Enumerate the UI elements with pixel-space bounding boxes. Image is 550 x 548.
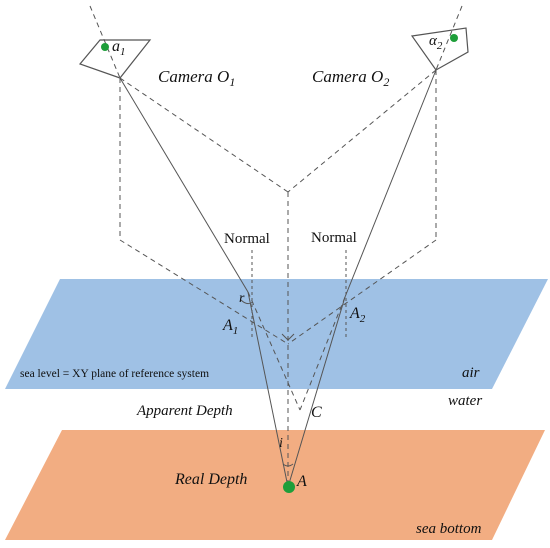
camera-1-baseline: [119, 77, 289, 193]
refraction-point-2-label: A2: [349, 305, 366, 325]
refraction-point-1-label: A1: [222, 317, 238, 337]
ray-camera-2-to-a2: [344, 69, 437, 298]
ray-extension-1: [247, 291, 301, 411]
ray-a2-to-a: [287, 296, 346, 488]
ray-lines: [78, 5, 469, 488]
angle-i-arc: [282, 463, 294, 467]
ray-a1-to-a: [247, 291, 289, 488]
water-label: water: [448, 393, 482, 409]
projection-frame-2: [287, 239, 437, 345]
point-c-label: C: [311, 404, 322, 421]
real-depth-label: Real Depth: [174, 471, 247, 488]
camera-1-axis: [89, 5, 121, 79]
apparent-depth-label: Apparent Depth: [136, 403, 233, 419]
camera-2-baseline: [287, 69, 437, 193]
image-point-2-label: α2: [429, 33, 443, 52]
angle-i-label: i: [279, 436, 283, 451]
sea-bottom-label: sea bottom: [416, 521, 482, 537]
camera-1-label: Camera O1: [158, 67, 235, 89]
ray-camera-1-to-a1: [119, 77, 249, 293]
projection-frame-1: [119, 239, 289, 345]
image-point-1-label: a1: [112, 38, 126, 58]
image-point-2-marker: [450, 34, 458, 42]
normal-2-label: Normal: [311, 230, 357, 246]
angle-r-arc: [240, 299, 254, 305]
angle-r-label: r: [239, 291, 245, 306]
air-label: air: [462, 365, 480, 381]
image-point-1-marker: [101, 43, 109, 51]
camera-2-axis: [435, 5, 463, 71]
object-point-a-marker: [283, 481, 295, 493]
ray-extension-2: [299, 296, 346, 411]
right-angle-marker: [281, 333, 295, 341]
point-a-label: A: [296, 473, 307, 490]
sea-level-label: sea level = XY plane of reference system: [20, 368, 209, 380]
camera-2-label: Camera O2: [312, 67, 389, 89]
sea-bottom-plane: [5, 430, 545, 540]
normal-1-label: Normal: [224, 231, 270, 247]
camera-2-image-plane: [410, 27, 469, 71]
labels: a1 α2 Camera O1 Camera O2 Normal Normal …: [20, 33, 482, 537]
water-surface-plane: [5, 279, 548, 389]
